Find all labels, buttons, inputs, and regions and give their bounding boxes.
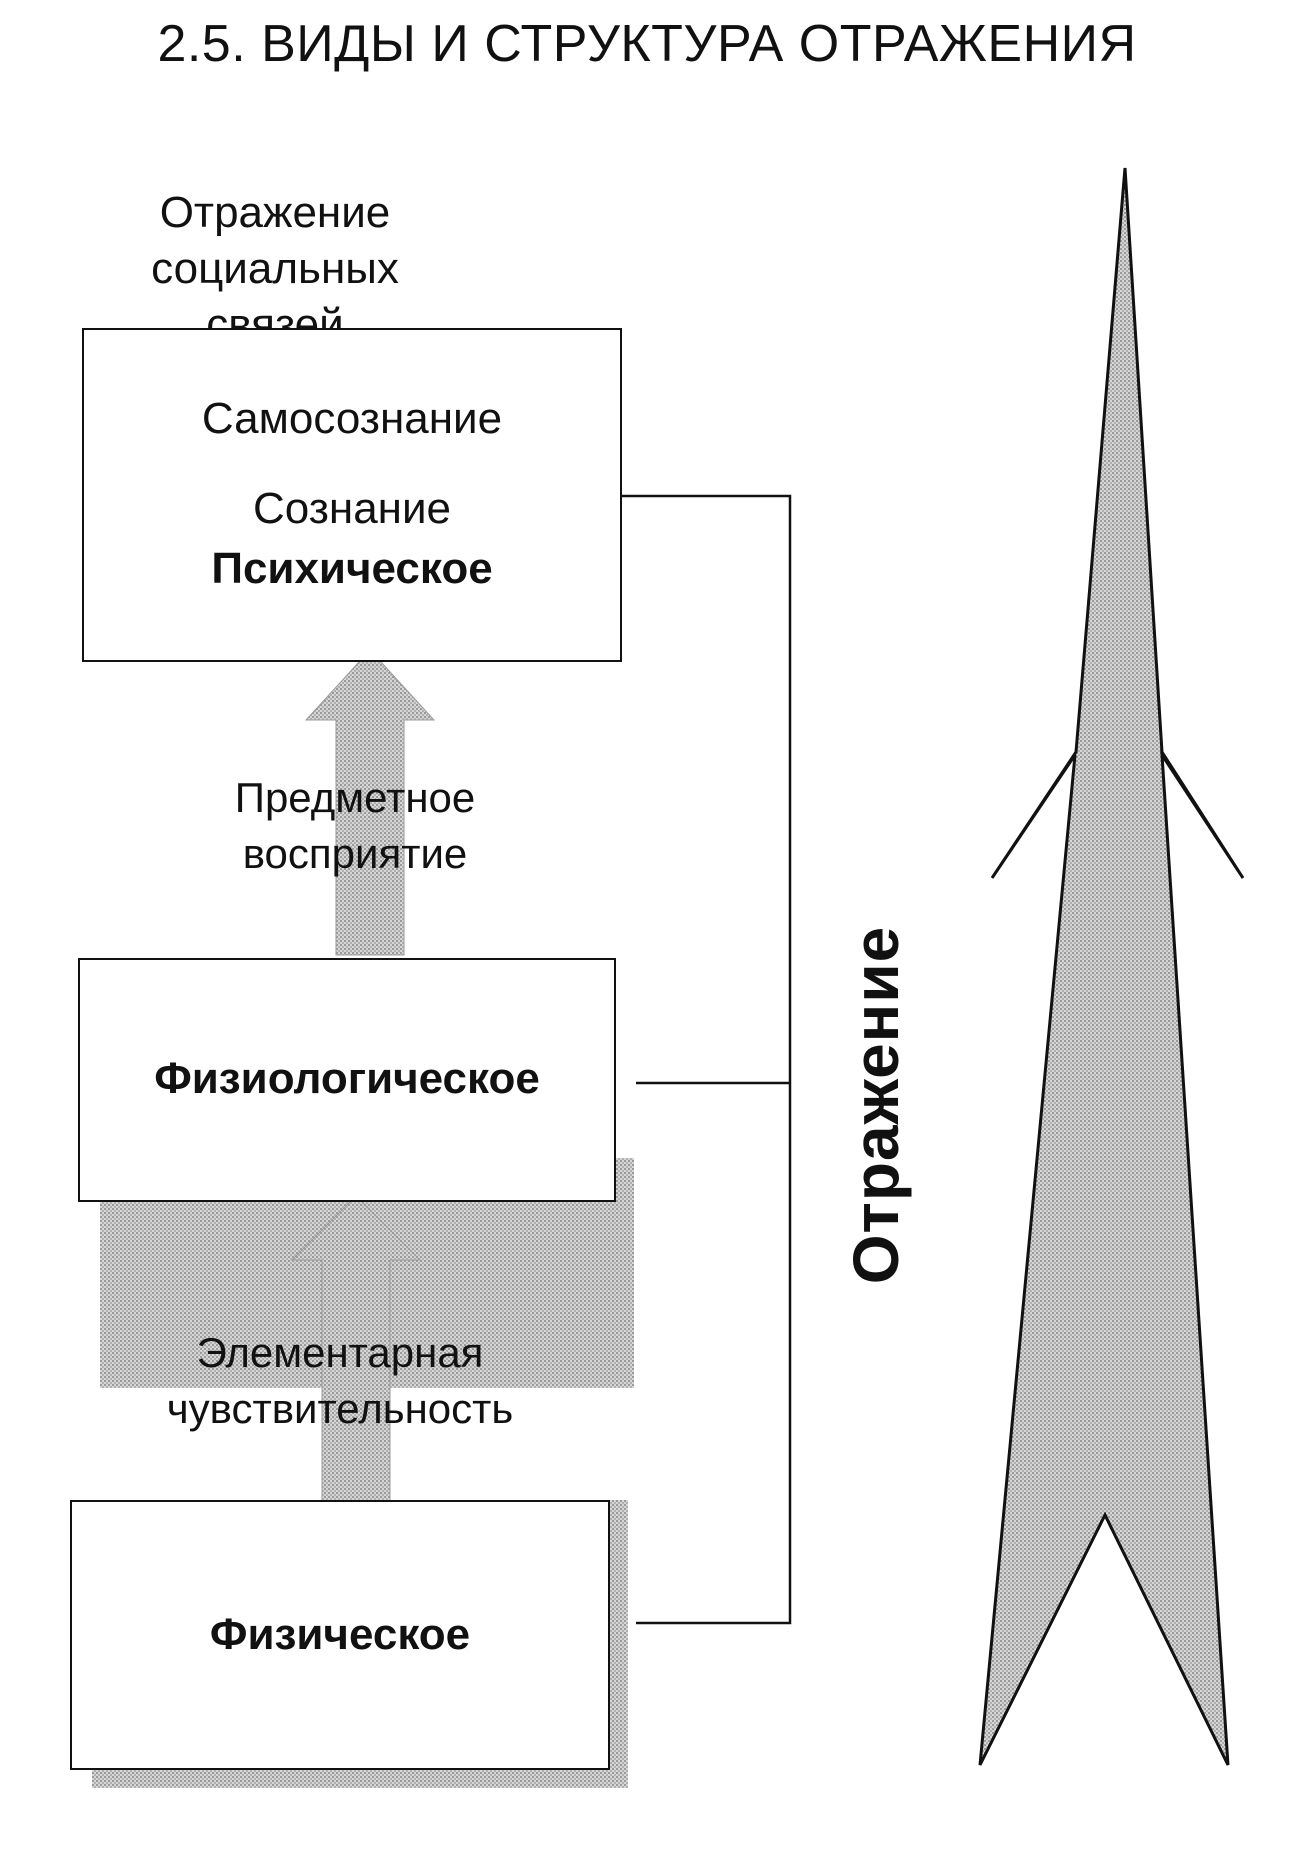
- physical-box-shadow-right: [610, 1500, 628, 1788]
- object-perception-label: Предметное восприятие: [170, 770, 540, 882]
- object-perception-line1: Предметное: [234, 774, 476, 821]
- reflection-vertical-label: Отражение: [840, 925, 912, 1285]
- elementary-sensitivity-line1: Элементарная: [196, 1329, 484, 1376]
- consciousness-label: Сознание: [252, 484, 452, 533]
- lower-up-arrow: [290, 1195, 422, 1511]
- physiological-label: Физиологическое: [154, 1054, 540, 1103]
- big-up-arrow: [978, 167, 1245, 1766]
- elementary-sensitivity-label: Элементарная чувствительность: [120, 1325, 560, 1437]
- physical-label: Физическое: [209, 1610, 471, 1659]
- social-reflection-caption-line1: Отражение социальных: [151, 188, 399, 293]
- upper-up-arrow: [304, 649, 436, 956]
- page-title: 2.5. ВИДЫ И СТРУКТУРА ОТРАЖЕНИЯ: [157, 15, 1137, 73]
- psychic-label: Психическое: [211, 544, 493, 593]
- object-perception-line2: восприятие: [242, 830, 468, 877]
- connector-bracket: [622, 494, 792, 1625]
- self-consciousness-label: Самосознание: [201, 394, 503, 443]
- physical-box: Физическое: [70, 1500, 610, 1770]
- physical-box-shadow-bottom: [92, 1770, 628, 1788]
- elementary-sensitivity-line2: чувствительность: [166, 1385, 514, 1432]
- psychic-box: Самосознание Сознание Психическое: [82, 328, 622, 662]
- physiological-box: Физиологическое: [78, 958, 616, 1202]
